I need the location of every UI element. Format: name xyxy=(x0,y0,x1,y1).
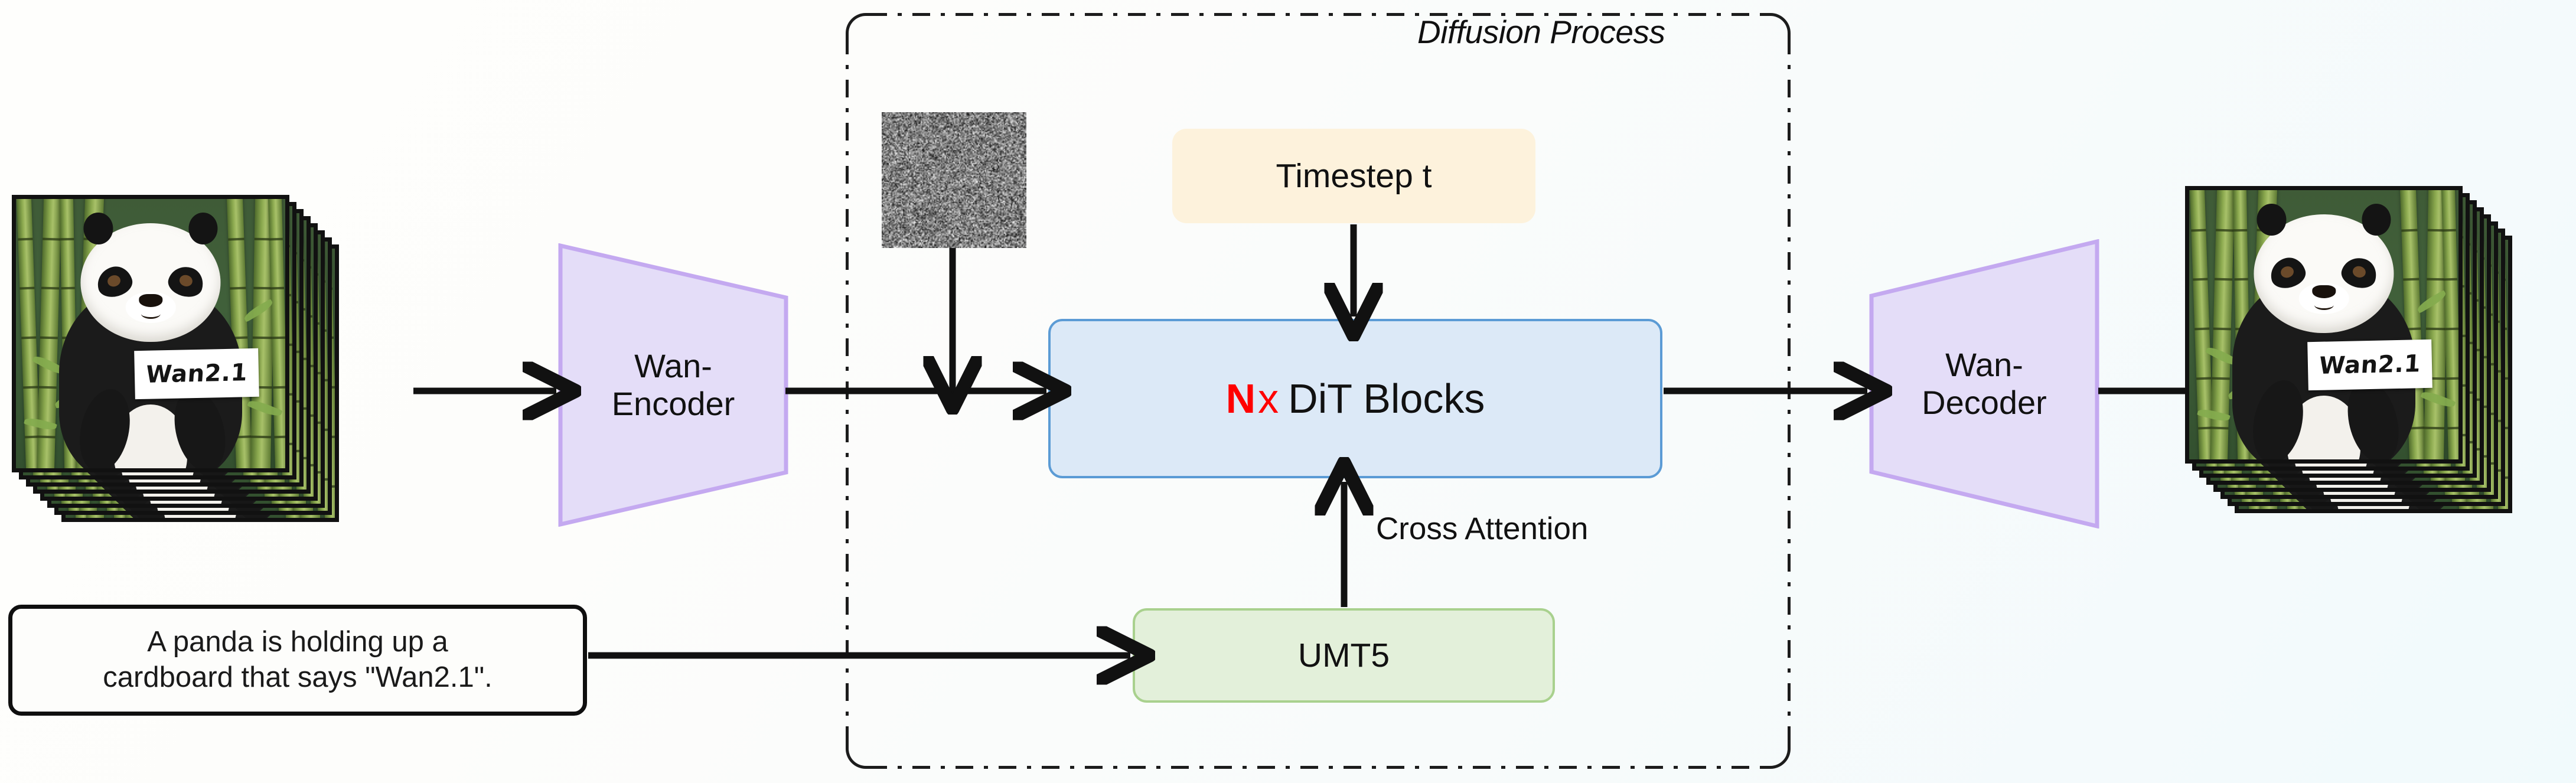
panda-eye-left xyxy=(106,273,122,289)
diffusion-process-label: Diffusion Process xyxy=(1417,14,1665,50)
region-border-top xyxy=(869,13,1767,16)
panda-sign-text: Wan2.1 xyxy=(2317,350,2422,380)
panda-mouth xyxy=(141,308,161,319)
panda-photo: Wan2.1 xyxy=(2189,190,2458,459)
input-video-frames: Wan2.1Wan2.1Wan2.1Wan2.1Wan2.1Wan2.1Wan2… xyxy=(12,195,343,526)
panda-eye-right xyxy=(178,273,194,288)
timestep-label: Timestep t xyxy=(1276,157,1432,195)
panda-sign: Wan2.1 xyxy=(2307,340,2432,391)
prompt-text-box[interactable]: A panda is holding up a cardboard that s… xyxy=(8,605,587,716)
dit-blocks-label: DiT Blocks xyxy=(1288,376,1485,422)
wan-encoder-block[interactable]: Wan- Encoder xyxy=(558,243,788,527)
panda-ear-right xyxy=(188,212,218,245)
panda-eye-patch-left xyxy=(94,263,136,301)
region-corner-top-right xyxy=(1763,13,1791,40)
panda-nose xyxy=(138,294,163,308)
region-corner-bottom-left xyxy=(846,742,873,769)
dit-blocks-box[interactable]: N x DiT Blocks xyxy=(1048,319,1662,478)
region-border-bottom xyxy=(869,766,1767,769)
panda-nose xyxy=(2311,285,2336,299)
encoder-trapezoid-shape xyxy=(558,243,788,527)
region-corner-bottom-right xyxy=(1763,742,1791,769)
panda-mouth xyxy=(2314,299,2334,310)
umt5-text-encoder-box[interactable]: UMT5 xyxy=(1133,608,1555,703)
panda-ear-left xyxy=(2257,203,2286,236)
gaussian-noise-latent xyxy=(882,112,1026,248)
panda-eye-patch-left xyxy=(2267,254,2309,292)
noise-canvas xyxy=(882,112,1026,248)
region-border-left xyxy=(846,37,849,745)
dit-n-multiplier: N xyxy=(1225,376,1256,422)
prompt-text: A panda is holding up a cardboard that s… xyxy=(103,626,493,693)
wan-decoder-block[interactable]: Wan- Decoder xyxy=(1869,239,2099,528)
panda-eye-patch-right xyxy=(2339,254,2381,292)
panda-sign: Wan2.1 xyxy=(133,348,259,400)
dit-multiply-symbol: x xyxy=(1258,376,1279,422)
panda-head xyxy=(80,212,221,342)
panda-sign-text: Wan2.1 xyxy=(144,359,249,389)
timestep-box[interactable]: Timestep t xyxy=(1172,129,1535,223)
panda-eye-patch-right xyxy=(165,263,207,301)
video-frame: Wan2.1 xyxy=(2185,186,2463,464)
panda-eye-right xyxy=(2351,265,2368,279)
panda-ear-right xyxy=(2362,203,2391,236)
cross-attention-label: Cross Attention xyxy=(1376,511,1589,546)
panda-head xyxy=(2254,203,2394,333)
video-frame: Wan2.1 xyxy=(12,195,289,472)
output-video-frames: Wan2.1Wan2.1Wan2.1Wan2.1Wan2.1Wan2.1Wan2… xyxy=(2185,186,2516,517)
panda-photo: Wan2.1 xyxy=(16,199,285,468)
decoder-trapezoid-shape xyxy=(1869,239,2099,528)
umt5-label: UMT5 xyxy=(1297,637,1390,674)
panda-eye-left xyxy=(2280,265,2295,280)
region-corner-top-left xyxy=(846,13,873,40)
region-border-right xyxy=(1788,37,1791,745)
panda-ear-left xyxy=(83,212,113,245)
